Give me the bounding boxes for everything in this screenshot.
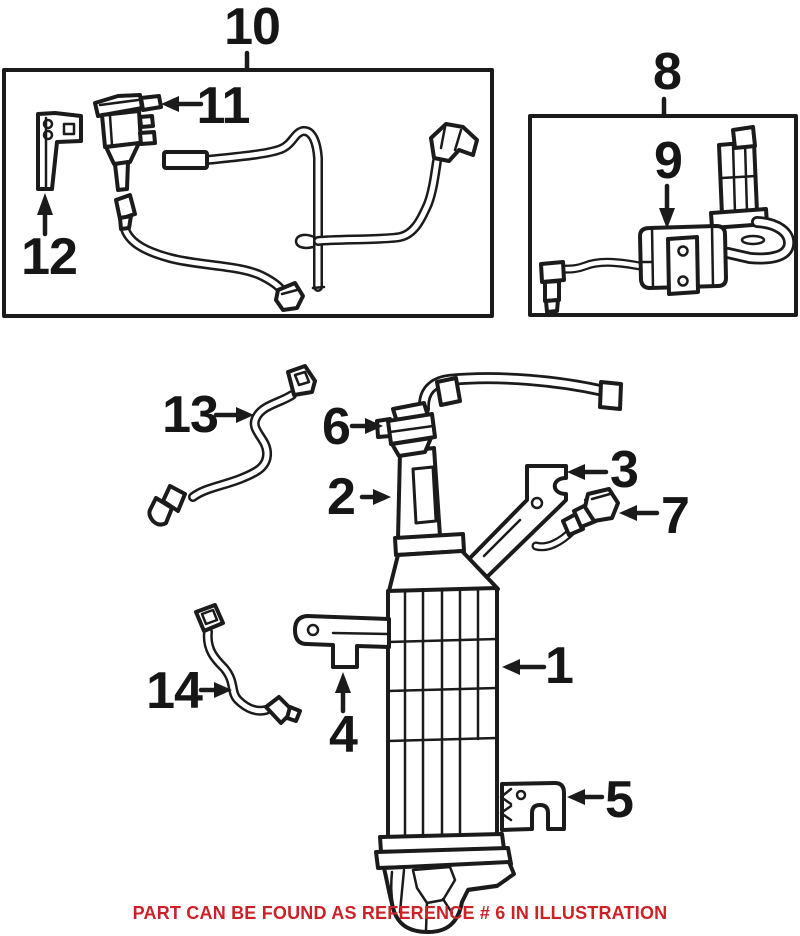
callout-5: 5 bbox=[605, 771, 634, 829]
part-9-leak-detection-pump bbox=[539, 125, 795, 314]
callout-14: 14 bbox=[146, 662, 203, 720]
callout-12: 12 bbox=[21, 228, 78, 286]
part-11-purge-valve bbox=[93, 93, 163, 192]
callout-2: 2 bbox=[327, 468, 356, 526]
part-7-hose-fitting bbox=[531, 487, 620, 552]
part-2-canister-neck bbox=[387, 446, 500, 593]
part-3-upper-mounting-bracket bbox=[467, 464, 568, 579]
callout-3: 3 bbox=[610, 441, 639, 499]
callout-13: 13 bbox=[162, 386, 219, 444]
harness-hoses bbox=[114, 122, 479, 312]
part-1-canister-body bbox=[386, 586, 499, 843]
part-14-vapor-hose bbox=[194, 603, 302, 725]
callout-10: 10 bbox=[224, 0, 281, 56]
reference-note: PART CAN BE FOUND AS REFERENCE # 6 IN IL… bbox=[132, 903, 668, 923]
callout-8: 8 bbox=[653, 43, 682, 101]
canister-top-hose bbox=[417, 372, 623, 415]
callout-6: 6 bbox=[322, 398, 351, 456]
part-4-side-mounting-bracket bbox=[293, 614, 391, 669]
part-5-lower-mounting-bracket bbox=[499, 781, 566, 832]
callout-4: 4 bbox=[329, 706, 358, 764]
callout-7: 7 bbox=[661, 487, 690, 545]
callout-1: 1 bbox=[545, 637, 574, 695]
callout-9: 9 bbox=[654, 132, 683, 190]
callout-arrows bbox=[37, 96, 675, 805]
canister-bottom bbox=[374, 832, 516, 934]
part-12-valve-bracket bbox=[36, 111, 83, 191]
callout-11: 11 bbox=[196, 77, 251, 135]
part-13-vent-hose bbox=[147, 364, 317, 527]
part-6-vent-filter bbox=[375, 401, 437, 458]
